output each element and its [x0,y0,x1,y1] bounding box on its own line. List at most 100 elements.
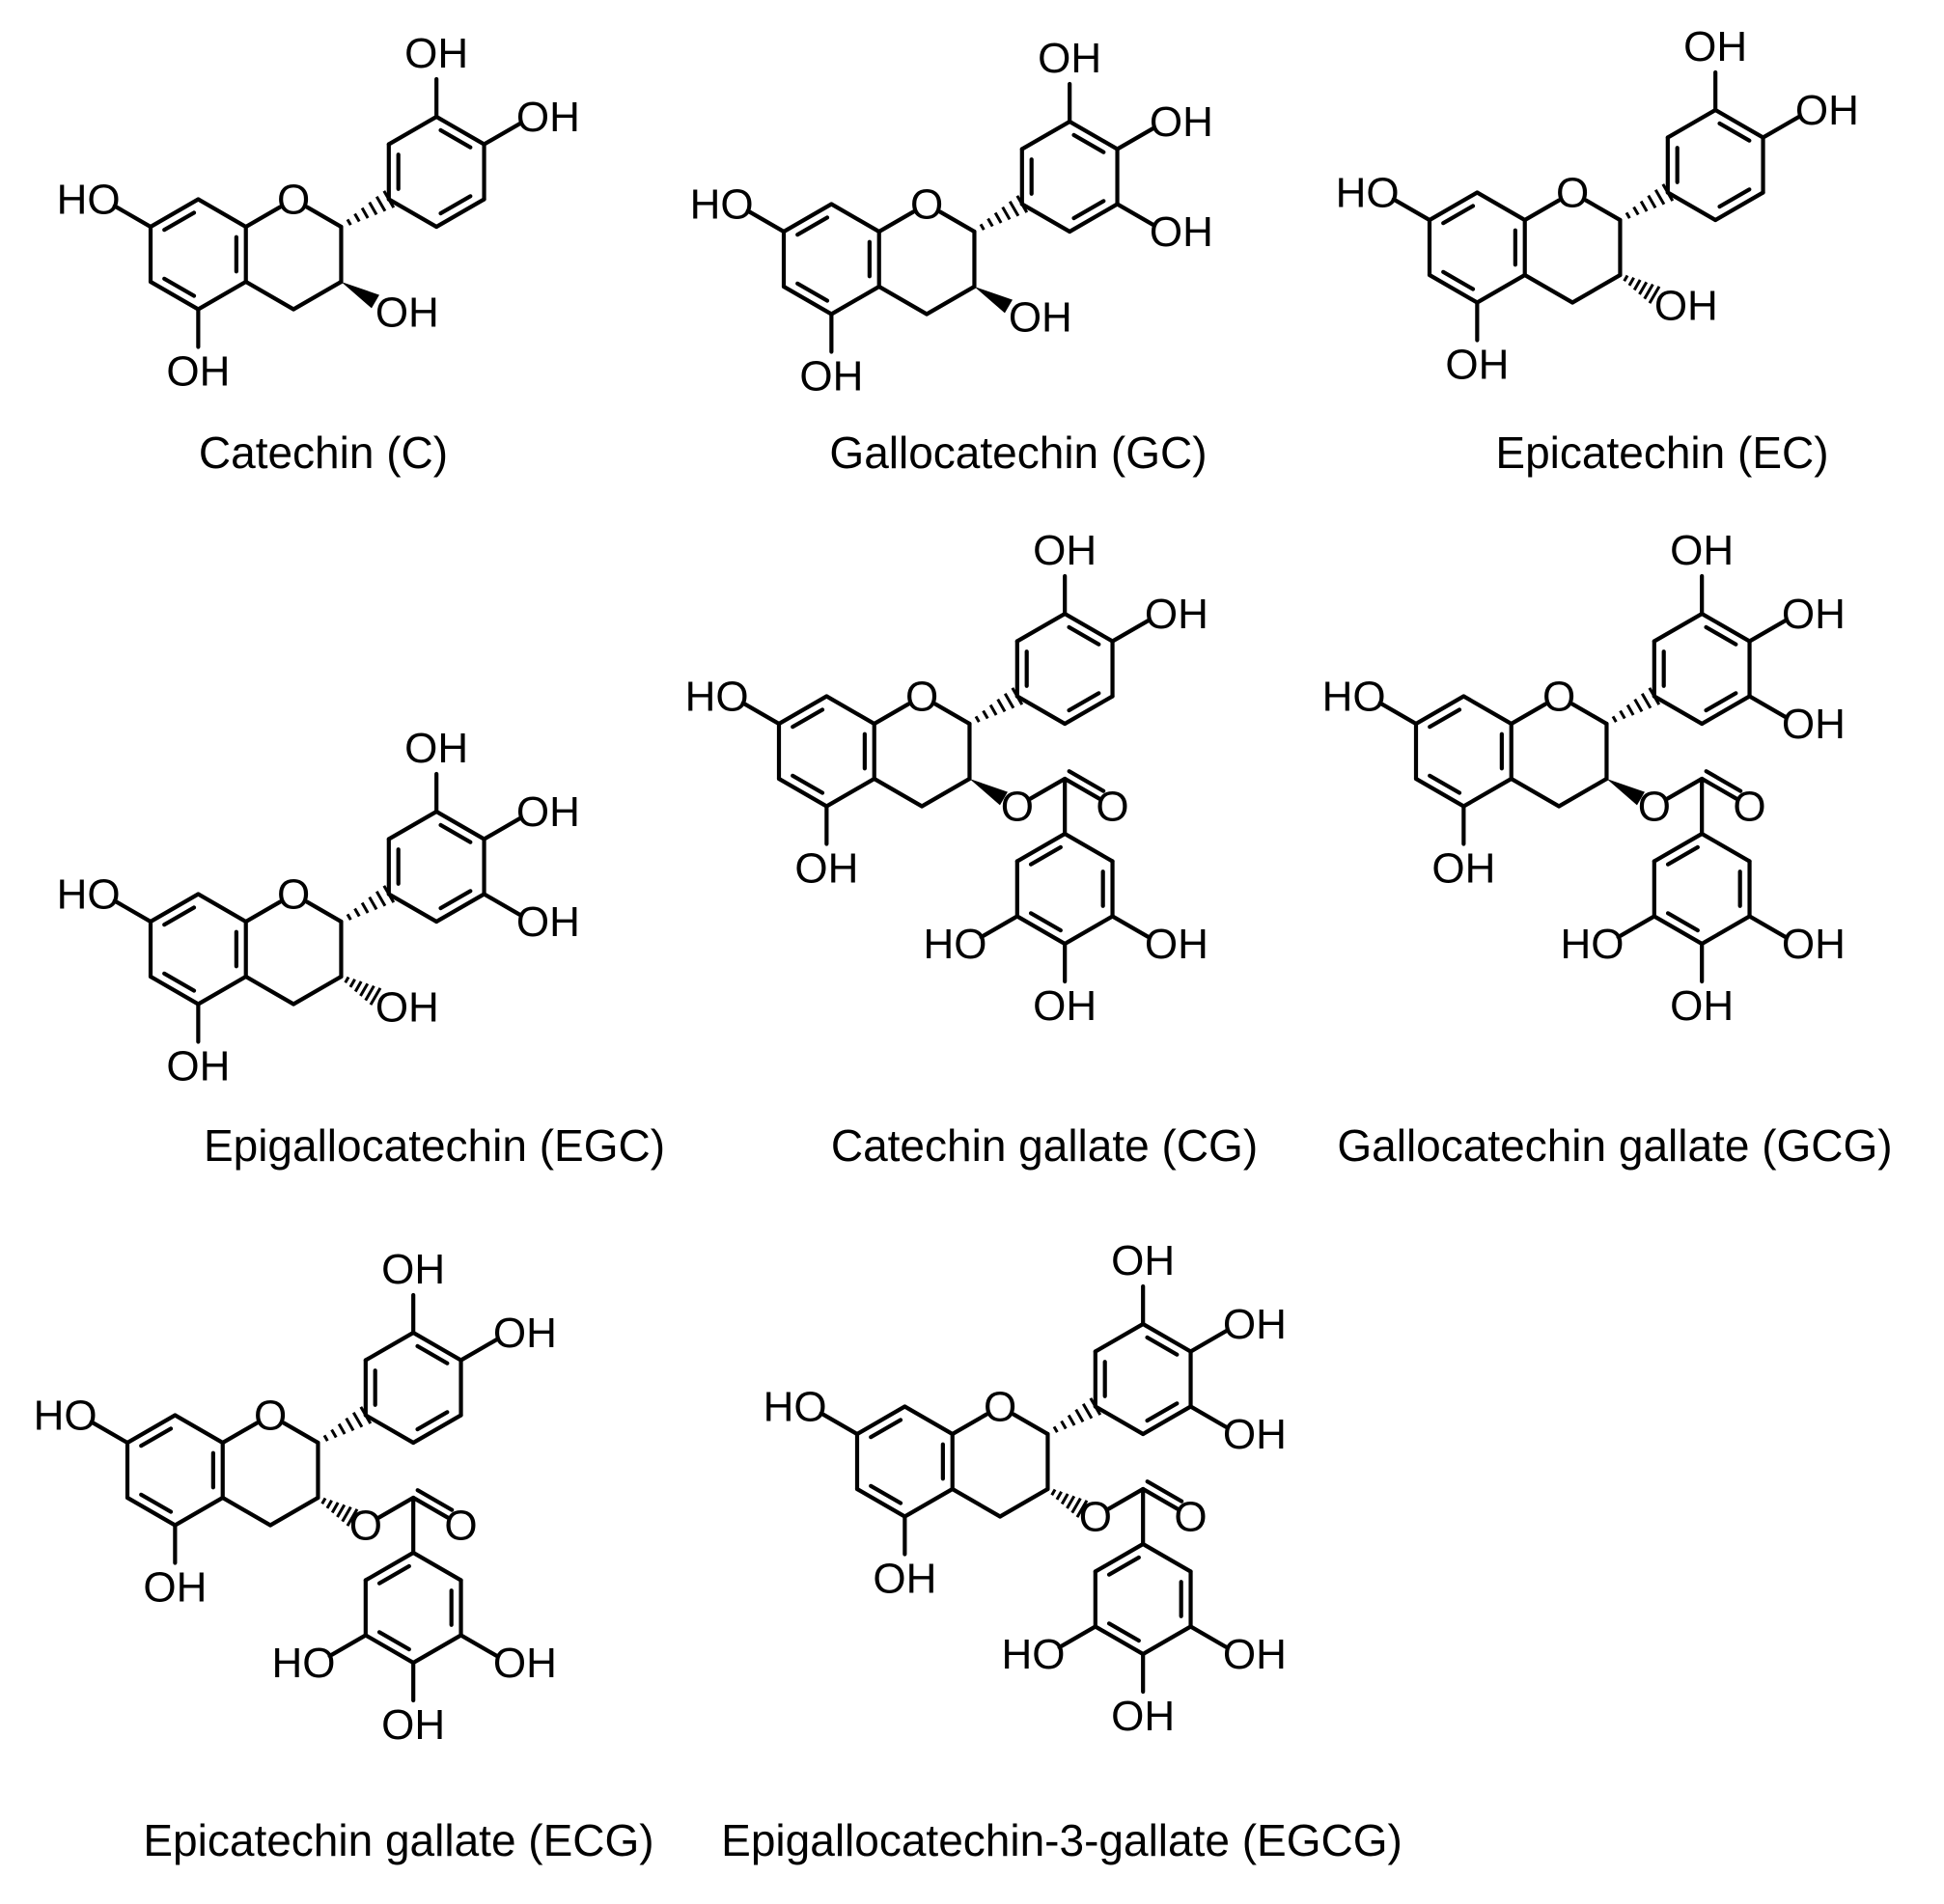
oh-bond [458,1337,499,1363]
c-ring-bond [304,205,344,230]
double-bond-inner [869,1418,903,1440]
ester-bond [376,1495,416,1520]
a-ring-bond [196,279,248,312]
galloyl-hydroxyl-5-label: OH [1782,921,1846,968]
c-ring-bond [937,209,977,235]
hydroxyl-4prime-label: OH [516,94,580,141]
hash-line [353,212,361,223]
hydroxyl-4prime-label: OH [1150,98,1213,146]
double-bond-inner [1441,204,1476,226]
c-ring-bond [243,899,283,924]
c3-wedge-bond [1606,779,1645,806]
oh-bond [979,914,1019,940]
c2-aryl-hashed-bond [979,195,1029,231]
double-bond-inner [415,1343,450,1366]
hydroxyl-5-label: OH [873,1556,936,1603]
hydroxyl-3prime-label: OH [1038,35,1101,82]
c-ring-bond [997,1486,1050,1519]
a-ring-bond [148,197,201,230]
galloyl-ring-bond [1700,831,1752,864]
oh-bond [1188,1624,1229,1650]
hash-line [1638,281,1649,295]
hash-line [346,218,352,226]
ring-oxygen-label: O [905,674,938,721]
hydroxyl-5-label: OH [143,1564,207,1612]
a-ring-bond [824,776,876,809]
caption-epigallocatechin: Epigallocatechin (EGC) [204,1120,665,1171]
hash-line [351,1411,364,1428]
hydroxyl-3prime-label: OH [1670,527,1734,574]
ester-oxygen-label: O [1638,784,1671,831]
a-ring-bond [148,892,201,924]
oh-bond [89,1420,130,1446]
double-bond-inner [1717,121,1752,143]
a-ring-bond [854,1486,907,1519]
hydroxyl-5prime-label: OH [1150,208,1213,256]
hash-line [1632,206,1640,216]
b-ring-bond [1652,611,1705,644]
a-ring-bond [196,197,248,230]
carbonyl-bond-second [1067,769,1106,793]
double-bond-inner [1028,911,1063,933]
bond-lines [89,1292,499,1703]
a-ring-bond [903,1486,955,1519]
c-ring-bond [291,279,344,312]
hash-line [369,987,382,1006]
hash-line [982,709,989,720]
hash-line [1001,206,1012,221]
a-ring-bond [903,1404,955,1437]
oh-bond [819,1411,860,1437]
b-ring-bond [363,1413,416,1446]
double-bond-inner [1145,1335,1180,1357]
galloyl-ring-bond [411,1550,463,1583]
oh-bond [482,815,522,842]
double-bond-inner [438,889,473,911]
oh-bond [1115,125,1155,152]
oh-bond [1110,618,1151,644]
c-ring-bond [950,1412,989,1437]
b-ring-bond [1093,1321,1146,1354]
b-ring-bond [1141,1404,1193,1437]
hydroxyl-5prime-label: OH [1782,701,1846,748]
c-ring-bond [220,1495,273,1528]
galloyl-ring-bond [411,1633,463,1666]
hash-line [1632,279,1642,291]
hash-line [353,980,363,993]
double-bond-inner [1717,187,1752,209]
c-ring-bond [281,1421,320,1446]
hash-line [1067,1414,1076,1426]
hash-line [344,976,350,984]
a-ring-bond [196,974,248,1007]
double-bond-inner [869,1483,903,1505]
c-ring-bond [291,974,344,1007]
a-ring-bond [173,1413,225,1446]
b-ring-bond [1019,119,1072,152]
hash-line [988,704,998,716]
a-ring-bond [776,694,829,727]
double-bond-inner [1145,1401,1180,1423]
c2-aryl-hashed-bond [1625,183,1675,219]
hash-line [1081,1402,1094,1420]
c2-aryl-hashed-bond [322,1406,373,1442]
hash-line [375,890,387,907]
double-bond-inner [1704,624,1738,647]
a-ring-bond [125,1413,178,1446]
hydroxyl-7-label: HO [685,674,749,721]
galloyl-hydroxyl-3-label: HO [923,921,986,968]
hash-line [974,715,981,723]
b-ring-bond [411,1413,463,1446]
hash-line [1003,692,1015,709]
oh-bond [745,208,787,235]
c-ring-bond [1583,198,1623,223]
hash-line [996,698,1007,713]
a-ring-bond [854,1404,907,1437]
ester-bond [1106,1486,1146,1511]
oh-bond [1377,701,1419,727]
carbonyl-oxygen-label: O [1733,784,1765,831]
hash-line [1052,1425,1059,1433]
